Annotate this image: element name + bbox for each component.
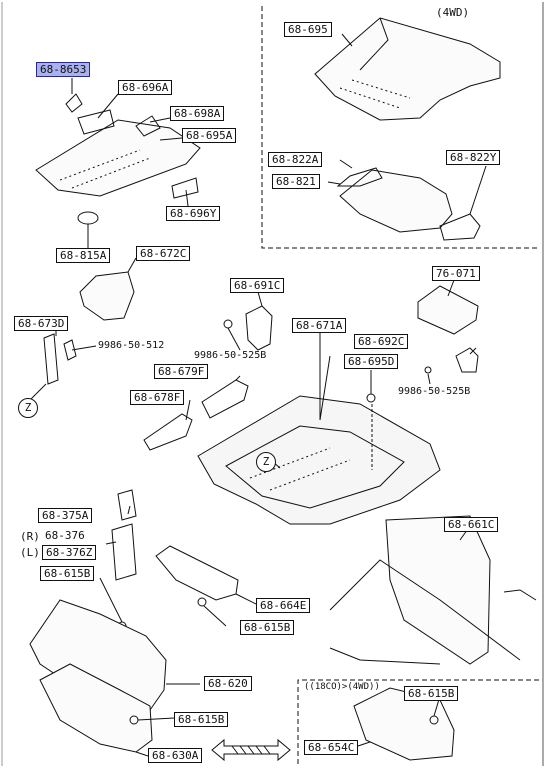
bolt-9986-50-512[interactable]: 9986-50-512 — [98, 340, 165, 351]
variant-bottom-label: ((18CO)>(4WD)) — [304, 682, 380, 692]
callout-68-695[interactable]: 68-695 — [284, 22, 332, 37]
callout-76-071[interactable]: 76-071 — [432, 266, 480, 281]
callout-68-8653[interactable]: 68-8653 — [36, 62, 91, 77]
callout-68-691c[interactable]: 68-691C — [230, 278, 285, 293]
callout-68-679f[interactable]: 68-679F — [154, 364, 209, 379]
callout-68-678f[interactable]: 68-678F — [130, 390, 185, 405]
callout-68-695a[interactable]: 68-695A — [182, 128, 237, 143]
ref-marker-z-floor[interactable]: Z — [256, 452, 276, 472]
ref-marker-z-left[interactable]: Z — [18, 398, 38, 418]
callout-68-698a[interactable]: 68-698A — [170, 106, 225, 121]
bolt-9986-50-525b-left[interactable]: 9986-50-525B — [194, 350, 267, 361]
callout-68-661c[interactable]: 68-661C — [444, 517, 499, 532]
callout-68-664e[interactable]: 68-664E — [256, 598, 311, 613]
callout-68-822y[interactable]: 68-822Y — [446, 150, 501, 165]
callout-68-620[interactable]: 68-620 — [204, 676, 252, 691]
variant-4wd-label: (4WD) — [436, 6, 470, 19]
callout-68-672c[interactable]: 68-672C — [136, 246, 191, 261]
callout-68-615b-low[interactable]: 68-615B — [174, 712, 229, 727]
callout-68-376[interactable]: 68-376 — [42, 529, 88, 542]
side-marker-right: (R) — [20, 530, 40, 543]
callout-68-654c[interactable]: 68-654C — [304, 740, 359, 755]
callout-68-815a[interactable]: 68-815A — [56, 248, 111, 263]
callout-68-630a[interactable]: 68-630A — [148, 748, 203, 763]
callout-68-376z[interactable]: 68-376Z — [42, 545, 97, 560]
callout-68-695d[interactable]: 68-695D — [344, 354, 399, 369]
callout-68-822a[interactable]: 68-822A — [268, 152, 323, 167]
callout-68-821[interactable]: 68-821 — [272, 174, 320, 189]
callout-68-671a[interactable]: 68-671A — [292, 318, 347, 333]
callout-68-696y[interactable]: 68-696Y — [166, 206, 221, 221]
callout-68-615b-mid[interactable]: 68-615B — [240, 620, 295, 635]
side-marker-left: (L) — [20, 546, 40, 559]
bolt-9986-50-525b-right[interactable]: 9986-50-525B — [398, 386, 471, 397]
callout-68-615b-left[interactable]: 68-615B — [40, 566, 95, 581]
callout-68-696a[interactable]: 68-696A — [118, 80, 173, 95]
callout-68-673d[interactable]: 68-673D — [14, 316, 69, 331]
callout-68-375a[interactable]: 68-375A — [38, 508, 93, 523]
callout-68-615b-right[interactable]: 68-615B — [404, 686, 459, 701]
callout-68-692c[interactable]: 68-692C — [354, 334, 409, 349]
